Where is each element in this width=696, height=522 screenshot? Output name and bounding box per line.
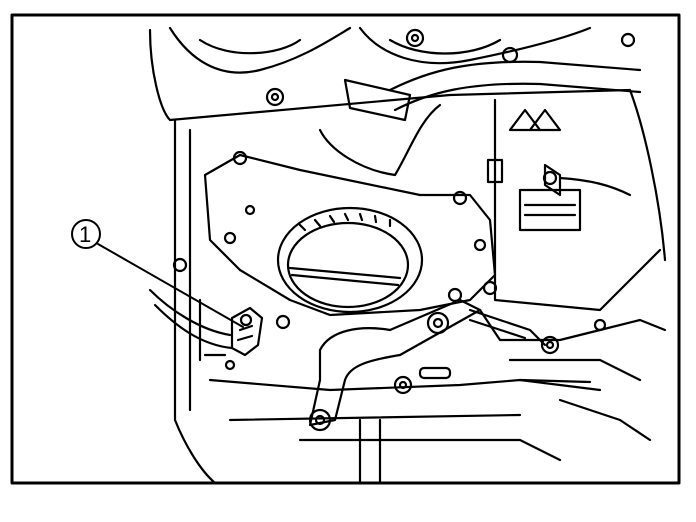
pan-bolt-1 [393,375,413,395]
callout-circle [71,219,101,249]
seal-retainer-plate [203,153,497,317]
seal-slot [288,266,402,287]
sensor-mount-bolt [239,313,253,327]
right-triangles [508,108,562,132]
callout-leader-line [97,243,244,328]
lower-right-bolt-1 [482,280,498,296]
right-box [518,188,582,232]
bracket-bolt-2-center [314,414,326,426]
sensor-bolt [542,170,558,186]
pan-rail [358,418,382,485]
right-box-detail [523,203,577,217]
right-rect-1 [486,158,504,184]
sensor-harness [148,288,234,350]
lower-right-lines [508,358,652,442]
lower-right-frame [478,308,667,342]
left-bolt-1 [172,257,188,273]
sensor-body-detail [236,324,254,342]
oil-seal-outer [276,206,424,314]
callout-label: 1 [79,222,91,247]
intake-manifold-right [358,26,592,65]
plate-bolt-6 [244,204,256,216]
link-rod [468,308,547,347]
bolt-top-2-center [410,33,420,43]
bolt-top-4 [620,32,636,48]
bracket-bolt-1 [426,311,450,335]
border-frame [10,13,681,485]
pipe-upper [388,60,642,112]
plate-bolt-2 [452,190,468,206]
crank-position-sensor [230,306,264,357]
bolt-top-2 [405,28,425,48]
pan-slot [418,366,452,380]
left-small-hole [224,359,236,371]
lower-right-bolt-2-center [545,340,555,350]
seal-hatch [298,212,392,232]
support-bracket [308,298,482,427]
plate-bolt-5 [223,231,237,245]
lower-right-bolt-2 [540,335,560,355]
callout-1: 1 [71,219,101,249]
bolt-top-1-center [270,92,280,102]
upper-bracket [198,38,502,55]
intake-manifold-left [168,26,352,74]
bolt-top-1 [265,87,285,107]
block-lower-left [173,418,217,485]
small-tab [343,78,412,122]
oil-pan [208,378,602,462]
pipe-bend [318,103,442,177]
bracket-bolt-2 [308,408,332,432]
bolt-top-3 [501,46,519,64]
pan-bolt-1-center [398,380,408,390]
left-bolt-2 [275,314,291,330]
left-edge-detail [198,298,227,362]
oil-seal-inner [286,221,410,309]
lower-right-bolt-3 [593,318,607,332]
bracket-bolt-1-center [432,317,444,329]
plate-bolt-1 [232,150,248,166]
right-housing [493,98,662,312]
plate-bolt-3 [473,238,487,252]
engine-block-upper [148,28,667,262]
